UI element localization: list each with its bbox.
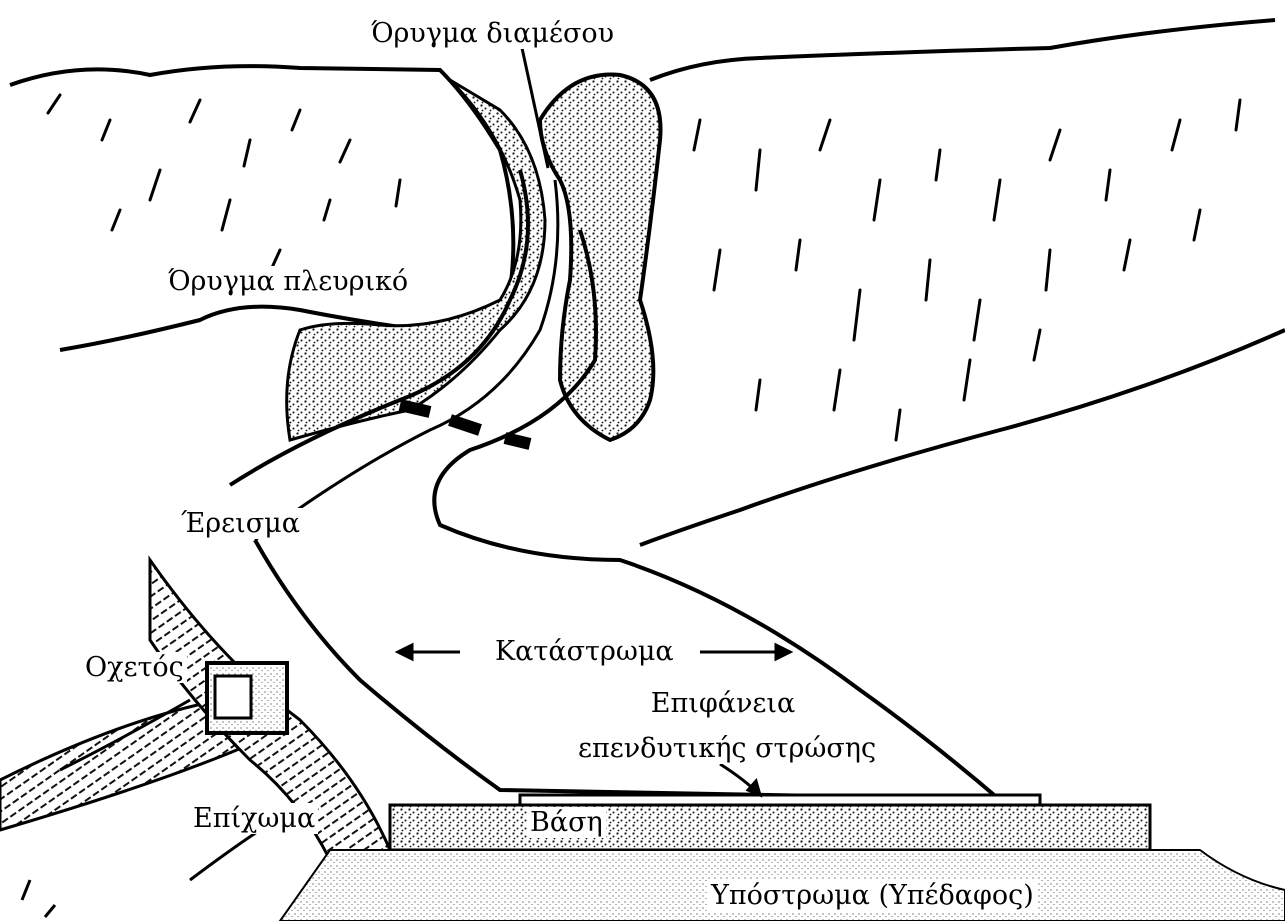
median-ditch-label: Όρυγμα διαμέσου <box>368 18 617 49</box>
right-hill-slope <box>640 330 1285 545</box>
subgrade-label: Υπόστρωμα (Υπέδαφος) <box>708 880 1037 911</box>
base-layer <box>390 805 1150 850</box>
base-label: Βάση <box>527 807 606 838</box>
side-ditch-label: Όρυγμα πλευρικό <box>165 266 411 297</box>
wearing-surface-label-line1: Επιφάνεια <box>640 688 806 719</box>
right-hill-outline <box>650 20 1275 80</box>
left-hill-outline <box>10 66 513 350</box>
embankment-label: Επίχωμα <box>190 803 318 834</box>
central-knoll <box>540 75 661 440</box>
roadway-label: Κατάστρωμα <box>492 636 677 667</box>
corner-strokes <box>22 830 260 917</box>
left-ditch-fill <box>287 80 545 440</box>
surface-layer <box>520 795 1040 805</box>
culvert-label: Οχετός <box>82 652 187 683</box>
wearing-surface-label-line2: επενδυτικής στρώσης <box>575 733 879 764</box>
shoulder-label: Έρεισμα <box>178 508 303 539</box>
